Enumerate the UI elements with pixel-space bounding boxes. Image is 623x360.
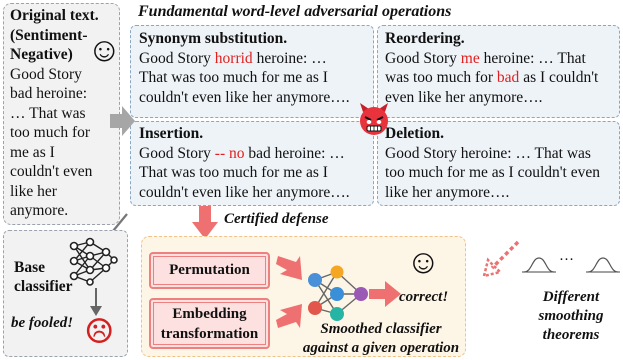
reorder-line2a: was too much for bbox=[385, 69, 497, 86]
smoothed-classifier-label: Smoothed classifier against a given oper… bbox=[296, 320, 466, 358]
reorder-line1b: heroine: … That bbox=[479, 49, 586, 67]
original-heading-2: (Sentiment- bbox=[10, 26, 88, 44]
certified-defense-label: Certified defense bbox=[224, 211, 329, 227]
original-line: Good Story bbox=[10, 65, 82, 83]
original-line: … That was bbox=[10, 104, 86, 122]
smoothed-label-1: Smoothed classifier bbox=[320, 321, 442, 337]
synonym-line3: couldn't even like her anymore…. bbox=[139, 88, 350, 106]
original-line: like her bbox=[10, 182, 57, 200]
reorder-highlight-1: me bbox=[460, 49, 480, 67]
base-down-arrow bbox=[90, 288, 102, 316]
base-label-2: classifier bbox=[14, 278, 73, 295]
embedding-label-2: transformation bbox=[160, 326, 259, 342]
reordering-title: Reordering. bbox=[385, 30, 465, 47]
original-heading-3: Negative) bbox=[10, 46, 73, 63]
deletion-title: Deletion. bbox=[385, 125, 444, 142]
smoothing-label-3: theorems bbox=[542, 327, 600, 343]
original-line: too much for bbox=[10, 124, 91, 141]
insert-line3: couldn't even like her anymore…. bbox=[139, 183, 350, 201]
reordering-box bbox=[377, 25, 620, 118]
smoothed-classifier-network-icon bbox=[308, 265, 368, 321]
smiley-icon: ☺ bbox=[87, 32, 122, 69]
original-line: me as I bbox=[10, 143, 55, 161]
insertion-title: Insertion. bbox=[139, 125, 204, 142]
synonym-substitution-box bbox=[130, 25, 374, 118]
angry-devil-icon bbox=[360, 103, 388, 135]
smoothed-label-2: against a given operation bbox=[302, 340, 460, 356]
happy-face-icon: ☺ bbox=[406, 244, 441, 281]
sad-face-icon: ☹ bbox=[84, 314, 115, 351]
be-fooled-label: be fooled! bbox=[11, 315, 74, 331]
smoothing-theorems-label: Different smoothing theorems bbox=[520, 288, 622, 345]
delete-line1: Good Story heroine: … That was bbox=[385, 144, 591, 162]
delete-line2: too much for me as I couldn't even bbox=[385, 164, 600, 181]
reorder-highlight-2: bad bbox=[496, 69, 520, 86]
synonym-title: Synonym substitution. bbox=[139, 30, 288, 47]
ellipsis: … bbox=[559, 248, 574, 264]
synonym-highlight: horrid bbox=[214, 49, 253, 67]
delete-line3: like her anymore…. bbox=[385, 183, 510, 201]
base-classifier-label: Base classifier bbox=[14, 258, 73, 296]
permutation-box: Permutation bbox=[149, 252, 270, 289]
smoothing-label-2: smoothing bbox=[538, 308, 604, 324]
to-correct-arrow bbox=[369, 281, 401, 307]
correct-label: correct! bbox=[399, 289, 449, 305]
reorder-line1a: Good Story bbox=[385, 49, 461, 67]
insertion-box bbox=[130, 121, 374, 206]
insertion-text: Insertion. Good Story -- no bad heroine:… bbox=[139, 124, 374, 202]
synonym-line1b: heroine: … bbox=[252, 49, 327, 67]
synonym-line2: That was too much for me as I bbox=[139, 69, 328, 86]
original-line: couldn't even bbox=[10, 163, 93, 180]
reorder-line2b: as I couldn't bbox=[519, 69, 599, 86]
embedding-label-1: Embedding bbox=[172, 306, 247, 322]
original-text: Original text. (Sentiment- Negative) Goo… bbox=[10, 6, 110, 221]
synonym-line1a: Good Story bbox=[139, 49, 215, 67]
base-label-1: Base bbox=[14, 259, 45, 276]
permutation-arrow bbox=[276, 256, 302, 280]
original-line: anymore. bbox=[10, 202, 69, 219]
original-line: bad heroine: bbox=[10, 85, 88, 102]
operations-title: Fundamental word-level adversarial opera… bbox=[138, 3, 452, 20]
original-heading-1: Original text. bbox=[10, 7, 99, 24]
to-defense-arrow bbox=[192, 206, 218, 239]
to-operations-arrow bbox=[110, 106, 135, 136]
distribution-curves-icon bbox=[522, 257, 620, 273]
insert-highlight: -- no bbox=[214, 144, 245, 162]
neural-network-icon bbox=[69, 237, 118, 286]
synonym-substitution-text: Synonym substitution. Good Story horrid … bbox=[139, 29, 374, 107]
reordering-text: Reordering. Good Story me heroine: … Tha… bbox=[385, 29, 621, 107]
dashed-arrow-icon bbox=[482, 240, 520, 278]
embedding-arrow bbox=[276, 304, 302, 328]
embedding-transformation-box: Embedding transformation bbox=[149, 298, 270, 349]
insert-line1b: bad heroine: … bbox=[244, 144, 345, 162]
insert-line2: That was too much for me as I bbox=[139, 164, 328, 181]
deletion-text: Deletion. Good Story heroine: … That was… bbox=[385, 124, 621, 202]
insert-line1a: Good Story bbox=[139, 144, 215, 162]
deletion-box bbox=[377, 121, 620, 206]
original-text-panel bbox=[3, 3, 120, 225]
reorder-line3: even like her anymore…. bbox=[385, 88, 543, 106]
smoothing-label-1: Different bbox=[542, 289, 600, 305]
